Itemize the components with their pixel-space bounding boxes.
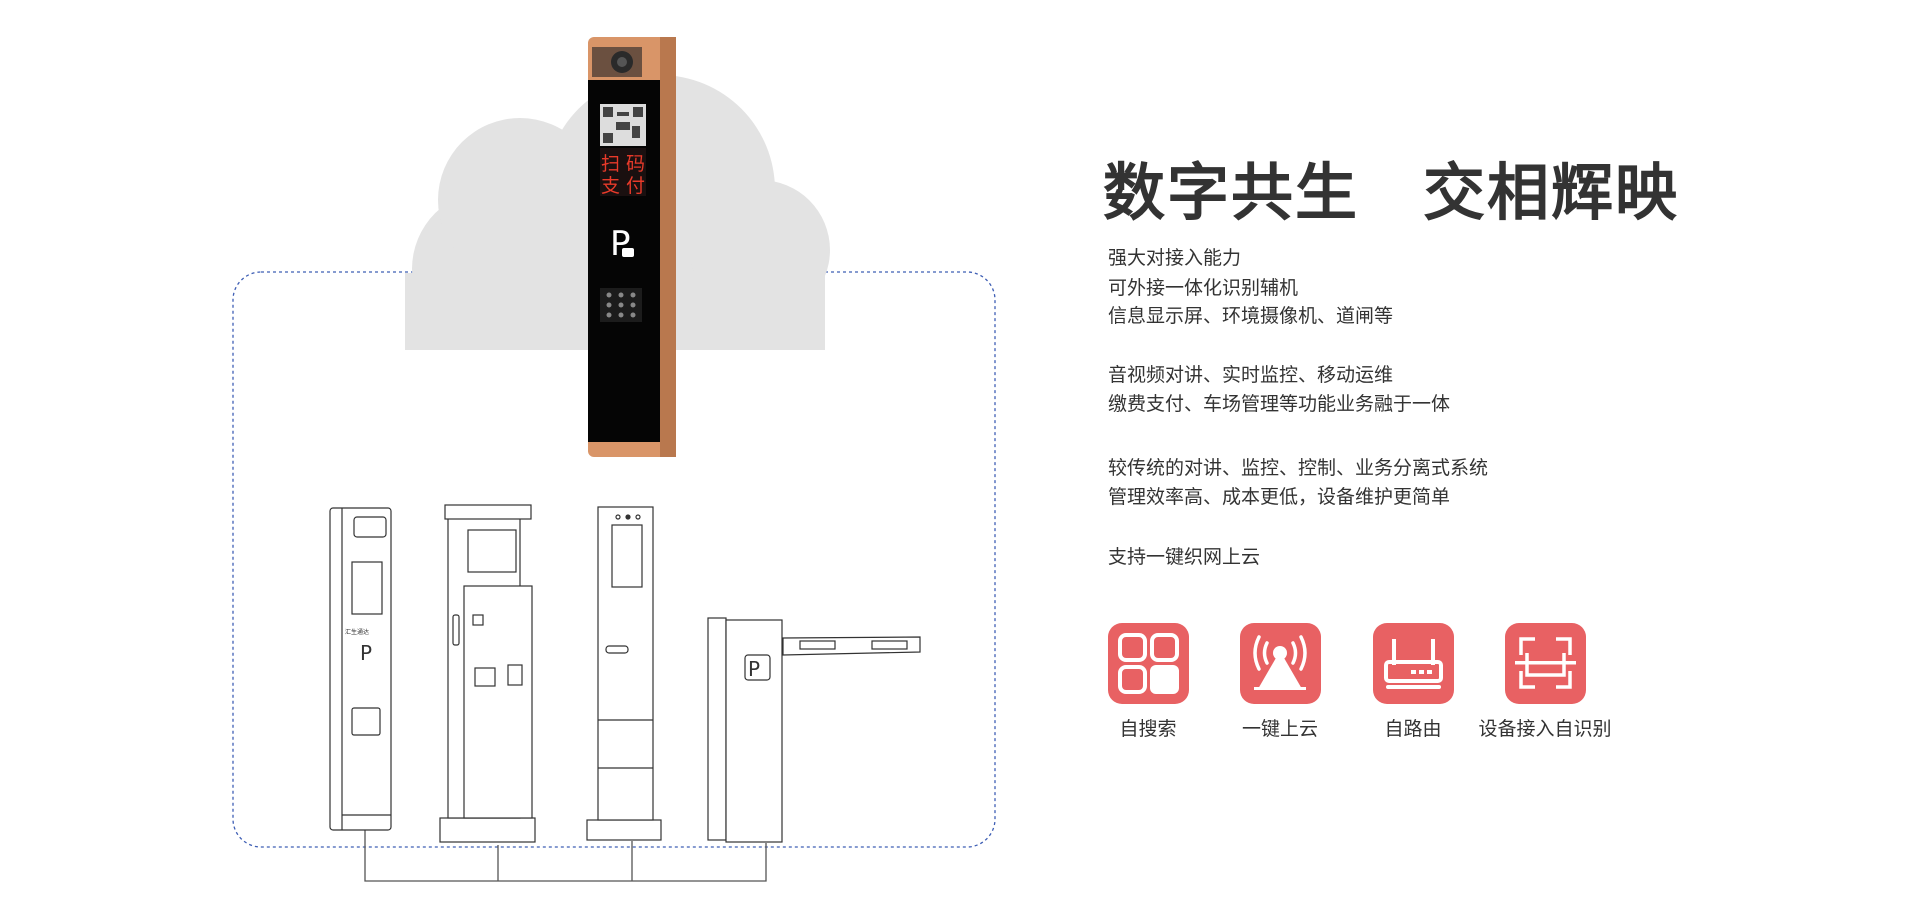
device-intercom-column: P bbox=[329, 507, 392, 831]
device-face-terminal bbox=[586, 506, 662, 841]
feature-text: 信息显示屏、环境摄像机、道闸等 bbox=[1108, 305, 1394, 327]
parking-symbol: P bbox=[610, 224, 631, 264]
feature-text: 强大对接入能力 bbox=[1108, 247, 1242, 269]
svg-text:P: P bbox=[748, 657, 760, 681]
feature-text: 支持一键织网上云 bbox=[1108, 546, 1261, 568]
feature-auto-routing: 自路由 bbox=[1333, 623, 1493, 741]
feature-auto-search: 自搜索 bbox=[1068, 623, 1228, 741]
feature-device-auto-recognition: 设备接入自识别 bbox=[1465, 623, 1625, 741]
network-dashed-frame bbox=[232, 271, 996, 848]
screen-text-bottom: 支 付 bbox=[601, 175, 645, 197]
feature-label: 设备接入自识别 bbox=[1478, 718, 1612, 740]
connection-lines bbox=[364, 830, 767, 882]
signal-tower-icon bbox=[1239, 623, 1321, 704]
feature-label: 自路由 bbox=[1384, 718, 1442, 740]
device-payment-kiosk bbox=[439, 504, 536, 843]
system-illustration: 扫 码 支 付 P P bbox=[232, 37, 996, 882]
feature-one-click-cloud: 一键上云 bbox=[1200, 623, 1360, 741]
car-icon bbox=[622, 248, 634, 257]
feature-text: 可外接一体化识别辅机 bbox=[1108, 277, 1299, 299]
feature-text: 缴费支付、车场管理等功能业务融于一体 bbox=[1108, 393, 1451, 415]
screen-text-top: 扫 码 bbox=[601, 153, 645, 175]
main-terminal-device: 扫 码 支 付 P bbox=[588, 37, 676, 457]
device-barrier-gate: P bbox=[707, 617, 921, 843]
feature-label: 一键上云 bbox=[1241, 718, 1318, 740]
brand-label: 汇生通达 bbox=[345, 628, 369, 636]
grid-icon bbox=[1107, 623, 1189, 704]
scan-icon bbox=[1504, 623, 1586, 704]
feature-label: 自搜索 bbox=[1119, 718, 1177, 740]
svg-text:P: P bbox=[360, 641, 372, 665]
page-headline: 数字共生 交相辉映 bbox=[1103, 156, 1680, 229]
router-icon bbox=[1372, 623, 1454, 704]
feature-text: 较传统的对讲、监控、控制、业务分离式系统 bbox=[1108, 457, 1489, 479]
feature-text: 管理效率高、成本更低，设备维护更简单 bbox=[1108, 486, 1451, 508]
feature-text: 音视频对讲、实时监控、移动运维 bbox=[1108, 364, 1394, 386]
